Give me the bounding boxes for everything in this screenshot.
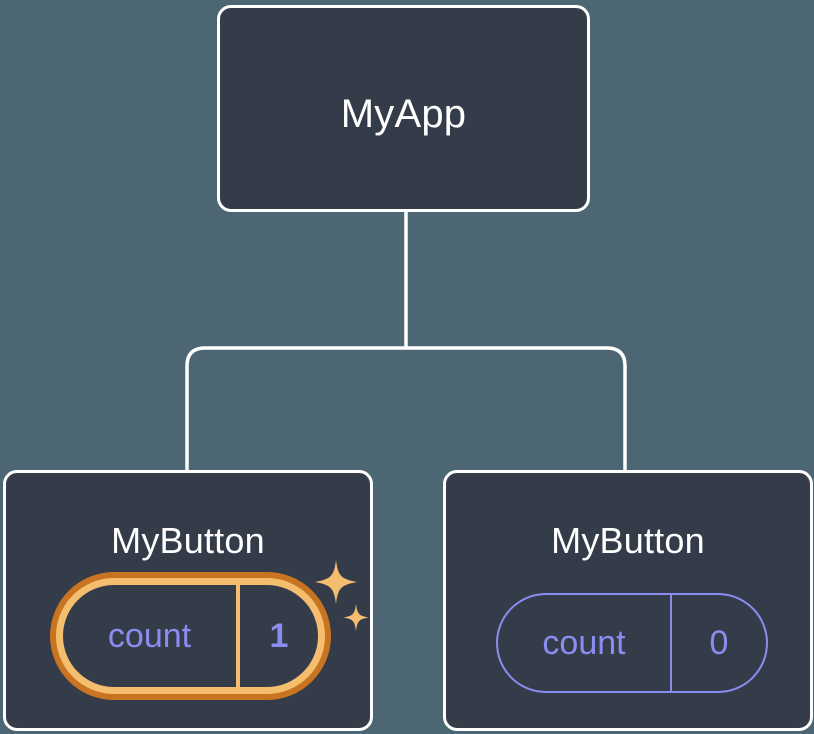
node-myapp-label: MyApp bbox=[340, 92, 467, 136]
state-badge-value: 1 bbox=[269, 616, 289, 655]
node-myapp[interactable]: MyApp bbox=[217, 5, 590, 212]
node-mybutton-right-label: MyButton bbox=[551, 520, 705, 561]
sparkle-small-icon bbox=[343, 604, 369, 631]
state-badge-key: count bbox=[63, 585, 240, 687]
node-mybutton-left[interactable]: MyButton count 1 bbox=[3, 470, 373, 731]
state-badge-count-highlighted[interactable]: count 1 bbox=[50, 572, 331, 700]
node-mybutton-left-label: MyButton bbox=[111, 520, 265, 561]
state-badge-count-plain[interactable]: count 0 bbox=[496, 593, 768, 693]
edge-branch-bar bbox=[185, 346, 627, 470]
sparkles-icon bbox=[315, 560, 369, 631]
sparkle-large-icon bbox=[315, 560, 357, 604]
state-badge-value: 0 bbox=[709, 623, 729, 662]
state-badge-key: count bbox=[498, 595, 672, 691]
node-mybutton-right[interactable]: MyButton count 0 bbox=[443, 470, 813, 731]
state-badge-inner: count 1 bbox=[63, 585, 318, 687]
